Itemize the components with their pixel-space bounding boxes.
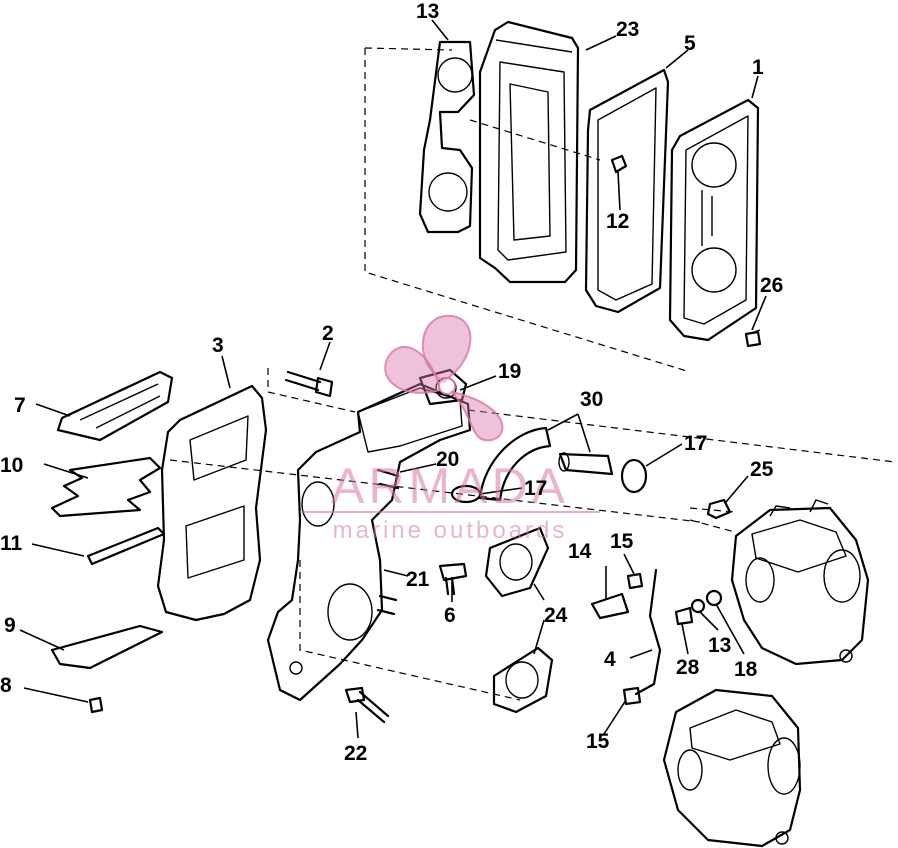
part-14-bracket (590, 592, 630, 620)
callout-23: 22 (344, 742, 367, 765)
callout-30: 30 (580, 388, 603, 411)
part-9-plate (50, 624, 164, 670)
callout-25: 25 (750, 458, 774, 481)
callout-28: 28 (676, 656, 700, 679)
callout-5: 5 (684, 32, 696, 55)
part-1-cover (668, 98, 760, 342)
callout-17-a: 17 (684, 432, 707, 455)
part-16-gasket (418, 40, 476, 234)
callout-7: 7 (14, 394, 26, 417)
callout-11: 11 (0, 532, 23, 555)
callout-labels: 13 23 5 1 12 26 2 3 19 30 7 17 10 20 25 … (0, 0, 783, 765)
part-24-gasket-b (492, 646, 554, 714)
part-2-bolt (284, 370, 334, 398)
leader-lines (19, 19, 767, 739)
part-15-fitting-b (622, 686, 642, 706)
part-18-washer (705, 589, 723, 607)
callout-6: 6 (444, 604, 456, 627)
part-17-clamp-b (620, 458, 648, 494)
callout-4: 4 (604, 648, 616, 671)
part-28-screw (674, 606, 694, 626)
screw-12 (610, 154, 628, 174)
callout-22: 23 (616, 18, 639, 41)
part-13-washer (690, 598, 706, 614)
assembly-lines (169, 47, 896, 701)
carburetor-upper (730, 499, 870, 666)
part-10-reeds (50, 456, 162, 518)
callout-2: 2 (322, 322, 334, 345)
callout-21: 21 (406, 568, 430, 591)
watermark-tagline: marine outboards (333, 517, 568, 544)
callout-1: 1 (752, 56, 764, 79)
part-5-gasket (584, 68, 670, 314)
callout-10: 10 (0, 454, 23, 477)
armada-watermark: ARMADA marine outboards (300, 314, 600, 544)
callout-15-b: 15 (586, 730, 610, 753)
part-23-bolt (344, 686, 390, 724)
callout-18: 18 (734, 658, 758, 681)
watermark-brand: ARMADA (331, 458, 569, 514)
part-25-nut (706, 498, 732, 520)
part-3-gasket (156, 384, 268, 622)
propeller-icon (384, 314, 504, 442)
part-7-reed-block (56, 370, 174, 442)
part-15-fitting-a (626, 572, 644, 590)
callout-8: 8 (0, 674, 12, 697)
callout-26: 26 (760, 274, 783, 297)
callout-16: 13 (416, 0, 439, 23)
part-22-housing (478, 20, 580, 284)
part-4-link (634, 568, 662, 696)
callout-17-b: 17 (524, 477, 547, 500)
callout-14: 14 (568, 540, 592, 563)
intake-manifold (266, 368, 472, 702)
callout-19: 19 (498, 360, 521, 383)
carburetor-lower (662, 688, 802, 848)
part-24-gasket-a (484, 526, 550, 598)
callout-9: 9 (4, 614, 16, 637)
part-30-hose-b (558, 452, 614, 476)
callout-24: 24 (544, 604, 568, 627)
part-6-screw (438, 562, 468, 596)
part-11-stop (86, 526, 166, 566)
callout-12: 12 (606, 210, 629, 233)
part-8-screw (88, 696, 104, 714)
callout-20: 20 (436, 448, 459, 471)
part-30-hose-a (478, 426, 552, 502)
callout-3: 3 (212, 334, 224, 357)
callout-13: 13 (708, 634, 731, 657)
callout-15-a: 15 (610, 530, 634, 553)
screw-26 (744, 330, 762, 348)
